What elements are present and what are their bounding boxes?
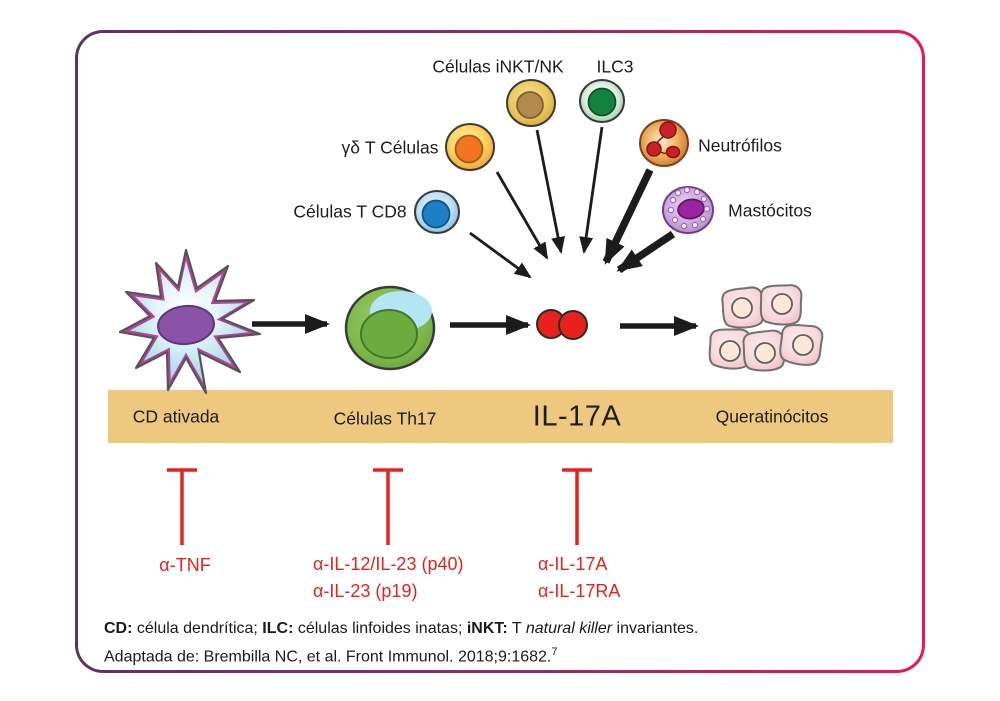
th17-cell-illustration [344,285,436,371]
label-celulas-th17: Células Th17 [333,408,437,429]
mast-cell-illustration [662,186,714,234]
arrow-mastcell-to-il17a [616,230,676,274]
footnote-reference: Adaptada de: Brembilla NC, et al. Front … [104,646,558,666]
label-mast-cells: Mastócitos [728,200,812,221]
ilc3-cell-illustration [579,79,625,123]
label-anti-il12-il23-p40: α-IL-12/IL-23 (p40) [313,554,464,574]
inhibition-bar-tnf [167,468,197,545]
main-flow-arrows [252,314,699,336]
keratinocytes-illustration [707,283,825,373]
label-inkt-nk-cells: Células iNKT/NK [432,56,564,77]
inhibition-bar-il17 [562,468,592,545]
th17-nucleus [360,309,418,359]
label-cd8-t-cells: Células T CD8 [293,201,407,222]
arrow-inkt-to-il17a [535,129,565,254]
il17a-molecules [536,309,588,340]
label-anti-il17ra: α-IL-17RA [538,581,621,601]
label-queratinocitos: Queratinócitos [715,406,829,427]
inkt-nk-cell-illustration [506,79,556,127]
dendritic-nucleus [157,304,215,346]
label-ilc3: ILC3 [596,56,634,77]
pathway-band [108,390,893,443]
label-il17a: IL-17A [532,400,622,433]
converging-arrows [469,126,676,279]
label-anti-tnf: α-TNF [159,555,211,575]
dendritic-cell-illustration [118,248,262,395]
inhibition-bars [167,468,592,545]
label-cd-ativada: CD ativada [132,406,220,427]
label-neutrophils: Neutrófilos [698,135,782,156]
neutrophil-cell-illustration [639,119,689,167]
arrow-ilc3-to-il17a [579,126,604,254]
arrow-cd8-to-il17a [469,231,532,279]
inhibition-bar-il23 [373,468,403,545]
label-anti-il17a: α-IL-17A [538,554,608,574]
footnote-abbreviations: CD: célula dendrítica; ILC: células linf… [104,620,699,637]
cd8-t-cell-illustration [414,190,460,234]
label-gd-t-cells: γδ T Células [341,137,439,158]
il17a-dot [558,310,588,340]
arrow-gdt-to-il17a [495,171,549,260]
gd-t-cell-illustration [445,123,495,171]
label-anti-il23-p19: α-IL-23 (p19) [313,581,418,601]
arrow-neutrophil-to-il17a [602,168,654,265]
keratinocyte-nuclei [719,293,814,364]
